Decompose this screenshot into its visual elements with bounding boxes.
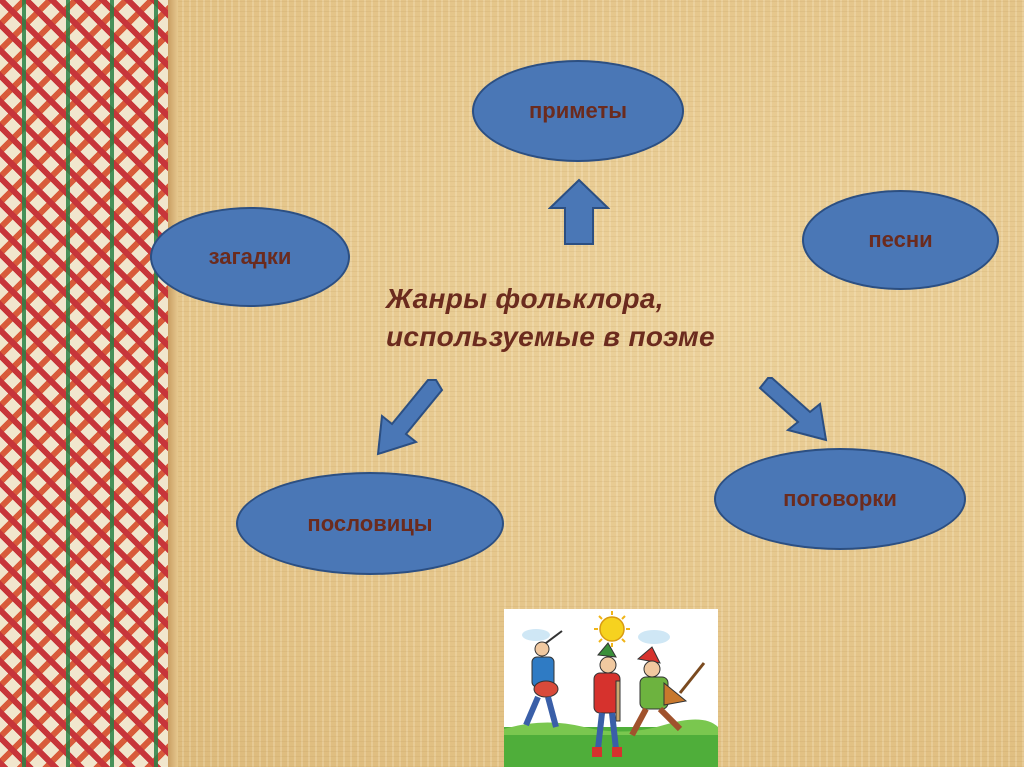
sun-icon bbox=[594, 611, 630, 647]
diagram-title-line2: используемые в поэме bbox=[386, 321, 715, 352]
diagram-title-line1: Жанры фольклора, bbox=[386, 283, 664, 314]
arrow-down-left-icon bbox=[376, 379, 444, 456]
genre-oval-poslovicy: пословицы bbox=[236, 472, 504, 575]
genre-oval-pogovorki: поговорки bbox=[714, 448, 966, 550]
diagram-title: Жанры фольклора, используемые в поэме bbox=[386, 280, 715, 356]
genre-oval-pesni: песни bbox=[802, 190, 999, 290]
genre-label-poslovicy: пословицы bbox=[307, 510, 433, 536]
genre-oval-primety: приметы bbox=[472, 60, 684, 162]
arrow-up-icon bbox=[548, 178, 610, 245]
arrow-down-right-icon bbox=[758, 377, 828, 442]
folk-dancers-illustration bbox=[504, 609, 718, 767]
genre-label-primety: приметы bbox=[528, 98, 628, 123]
genre-label-pogovorki: поговорки bbox=[783, 486, 897, 511]
genre-oval-zagadki: загадки bbox=[150, 207, 350, 307]
genre-label-zagadki: загадки bbox=[208, 244, 292, 269]
folk-ornament-border bbox=[0, 0, 178, 767]
genre-label-pesni: песни bbox=[868, 227, 933, 252]
